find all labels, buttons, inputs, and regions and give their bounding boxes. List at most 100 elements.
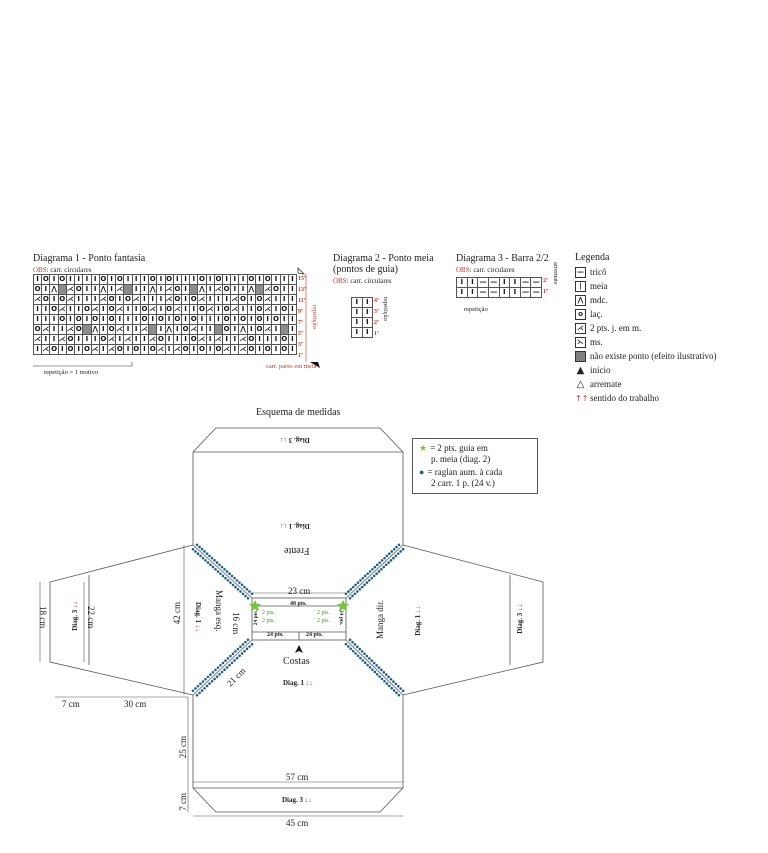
stitch-cell: O: [264, 345, 272, 354]
stitch-cell: I: [214, 305, 223, 314]
raglan-dot: [214, 567, 217, 571]
stitch-cell: I: [499, 288, 510, 297]
raglan-dot: [198, 545, 201, 549]
raglan-dot: [359, 656, 362, 660]
stitch-cell: I: [214, 295, 223, 304]
stitch-cell: O: [107, 305, 116, 314]
stitch-cell: ⋌: [198, 335, 206, 344]
stitch-cell: I: [165, 335, 173, 344]
stitch-cell: I: [264, 335, 272, 344]
stitch-cell: O: [239, 295, 247, 304]
stitch-cell: I: [223, 295, 231, 304]
stitch-cell: ⋌: [264, 305, 272, 314]
stitch-cell: ⋀: [91, 325, 99, 334]
raglan-dot: [356, 654, 360, 658]
stitch-cell: ⋌: [116, 305, 124, 314]
stitch-cell: I: [50, 335, 58, 344]
diagram-3-title: Diagrama 3 - Barra 2/2: [456, 253, 549, 264]
raglan-dot: [370, 576, 374, 580]
legend-symbol-icon: [575, 350, 586, 362]
raglan-dot: [368, 570, 372, 573]
raglan-dot: [372, 574, 376, 578]
stitch-cell: ⋌: [99, 295, 107, 304]
star-icon: ★: [419, 443, 428, 453]
stitch-cell: —: [520, 278, 531, 287]
raglan-dot: [250, 642, 254, 646]
raglan-dot: [216, 666, 220, 669]
raglan-dot: [204, 677, 207, 681]
stitch-cell: I: [66, 315, 75, 324]
raglan-dot: [191, 689, 195, 693]
stitch-cell: ⋌: [173, 345, 181, 354]
raglan-dot: [218, 673, 221, 676]
stitch-cell: I: [231, 345, 239, 354]
raglan-dot: [243, 649, 246, 653]
stitch-cell: ⋌: [264, 295, 272, 304]
diagram-2-side-label: repetição: [382, 297, 389, 321]
back-diag1-label: Diag. 1 ↓↓: [283, 679, 313, 687]
stitch-cell: I: [116, 335, 124, 344]
raglan-dot: [236, 647, 240, 651]
raglan-dot: [360, 585, 364, 589]
stitch-cell: ⋌: [214, 335, 223, 344]
raglan-dot: [234, 650, 237, 653]
legend-finish: △arremate: [576, 378, 622, 390]
raglan-dot: [399, 687, 402, 690]
stitch-cell: ⋌: [116, 285, 124, 294]
raglan-dot: [215, 561, 219, 564]
legend-item: |meia: [575, 279, 716, 293]
stitch-cell: I: [457, 278, 467, 287]
raglan-dot: [383, 679, 386, 683]
stitch-cell: ⋀: [198, 285, 206, 294]
stitch-cell: I: [255, 345, 264, 354]
raglan-dot: [234, 585, 237, 589]
raglan-dot: [365, 581, 369, 584]
measure-18cm: 18 cm: [38, 606, 48, 629]
raglan-dot: [221, 574, 225, 578]
raglan-dot: [236, 588, 240, 591]
stitch-cell: I: [272, 335, 280, 344]
stitch-cell: I: [288, 325, 296, 334]
diagram-1-row-label: 9ª: [298, 309, 303, 315]
stitch-cell: ⋌: [42, 345, 50, 354]
stitch-cell: I: [362, 298, 372, 307]
raglan-dot: [347, 590, 350, 593]
diagram-3-repeat-label: repetição: [464, 306, 488, 313]
legend-item: não existe ponto (efeito ilustrativo): [575, 349, 716, 363]
diagram-2-title-line2: (pontos de guia): [333, 264, 398, 275]
stitch-cell: [83, 325, 91, 334]
stitch-cell: ⋌: [165, 285, 173, 294]
stitch-cell: I: [206, 335, 214, 344]
stitch-cell: I: [91, 295, 99, 304]
raglan-dot: [200, 689, 204, 692]
raglan-dot: [229, 581, 232, 584]
stitch-cell: ⋌: [58, 305, 66, 314]
diagram-1-repeat-label: repetição = 1 motivo: [44, 369, 99, 376]
raglan-dot: [401, 547, 405, 551]
start-arrow-icon: ▲: [576, 364, 585, 376]
legend-title: Legenda: [575, 252, 610, 263]
raglan-dot: [368, 657, 371, 660]
stitch-cell: I: [362, 318, 372, 327]
raglan-dot: [389, 677, 393, 681]
stitch-cell: ⋌: [107, 345, 116, 354]
raglan-dot: [358, 647, 362, 651]
raglan-dot: [219, 572, 222, 576]
legend-symbol-icon: |: [575, 280, 586, 292]
raglan-dot: [225, 570, 229, 573]
right-sleeve-label: Manga dir.: [375, 600, 385, 639]
raglan-dot: [370, 659, 374, 663]
stitch-cell: ⋌: [149, 305, 157, 314]
stitch-cell: I: [83, 295, 91, 304]
stitch-cell: I: [50, 315, 58, 324]
stitch-cell: I: [206, 325, 214, 334]
raglan-dot: [206, 675, 210, 679]
stitch-cell: O: [107, 315, 116, 324]
legend-item: ⋌2 pts. j. em m.: [575, 322, 642, 334]
raglan-dot: [213, 559, 216, 562]
raglan-dot: [214, 668, 217, 672]
stitch-cell: O: [140, 315, 149, 324]
stitch-cell: I: [352, 328, 362, 337]
right-sleeve-diag1-label: Diag. 1 ↓↓: [414, 606, 422, 636]
